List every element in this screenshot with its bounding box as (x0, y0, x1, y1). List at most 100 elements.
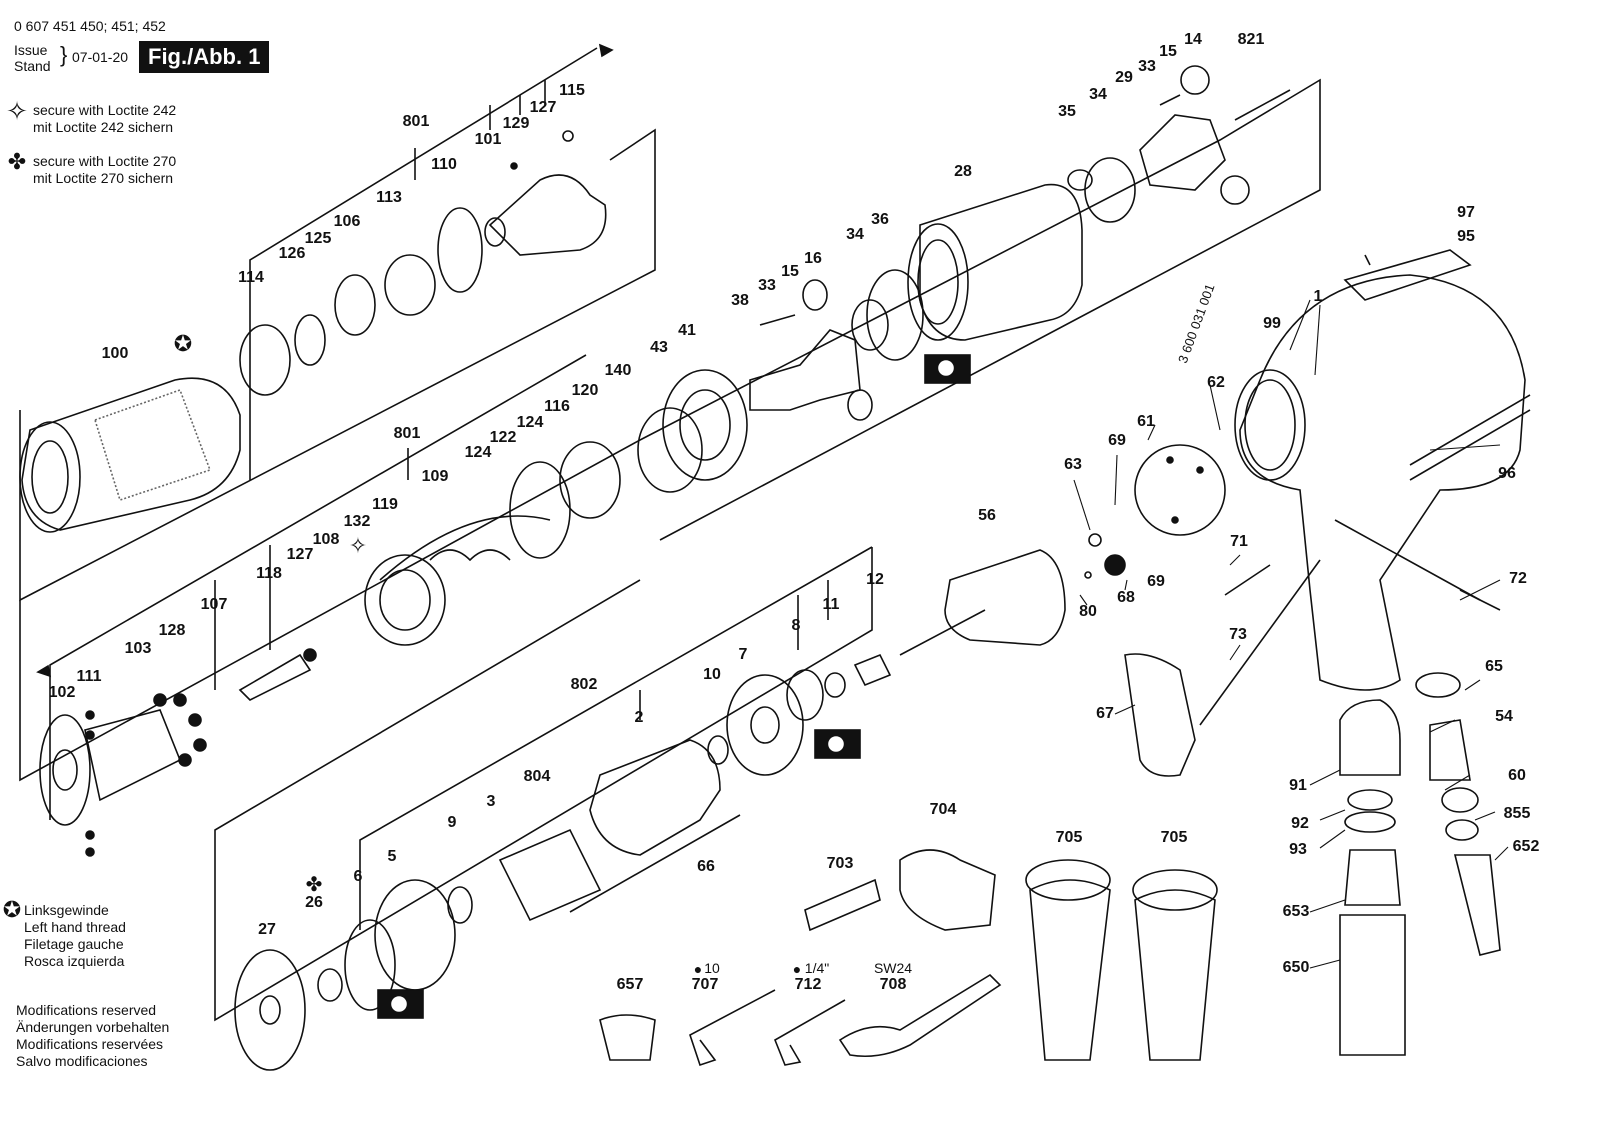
hex-key-14-icon: ● (792, 961, 802, 977)
wrench-spec: SW24 (873, 960, 913, 976)
part-label: 7 (738, 646, 748, 663)
part-label: 15 (781, 263, 799, 280)
part-label: 14 (1184, 31, 1202, 48)
ring-parts-top (239, 130, 607, 396)
part-label: 61 (1137, 413, 1155, 430)
part-label: 66 (697, 858, 715, 875)
left-thread-icon: ✪ (2, 897, 22, 922)
part-label: 128 (158, 622, 186, 639)
part-label: 91 (1289, 777, 1307, 794)
part-label: 120 (571, 382, 599, 399)
part-label: 10 (703, 666, 721, 683)
rotor-and-bearings (234, 653, 892, 1071)
part-label: 109 (421, 468, 449, 485)
assembly-outline-middle (19, 78, 1321, 820)
part-label: 657 (616, 976, 644, 993)
part-label: 100 (101, 345, 129, 362)
stand-label: Stand (14, 58, 51, 74)
part-label: 34 (1089, 86, 1107, 103)
part-label: 34 (846, 226, 864, 243)
part-label: 12 (866, 571, 884, 588)
part-label: 2 (634, 709, 644, 726)
modifications-note: Modifications reserved Änderungen vorbeh… (16, 1002, 170, 1069)
part-label: 43 (650, 339, 668, 356)
part-label: 65 (1485, 658, 1503, 675)
loctite-242-icon: ✧ (6, 96, 28, 126)
part-label: 33 (1138, 58, 1156, 75)
part-label: 802 (570, 676, 598, 693)
part-label: 93 (1289, 841, 1307, 858)
part-label: 63 (1064, 456, 1082, 473)
part-label: 122 (489, 429, 517, 446)
part-label: 3 (486, 793, 496, 810)
part-label: 113 (376, 189, 402, 206)
part-label: 115 (559, 82, 585, 99)
part-label: 41 (678, 322, 696, 339)
hex-key-10-icon: ● (693, 961, 703, 977)
part-label: 124 (464, 444, 492, 461)
part-label: 855 (1503, 805, 1531, 822)
part-label: 821 (1237, 31, 1265, 48)
front-housing-drawing (19, 377, 241, 533)
part-label: 119 (372, 496, 398, 513)
part-label: 126 (278, 245, 306, 262)
part-label: 705 (1055, 829, 1083, 846)
air-inlet-parts (1339, 672, 1501, 1056)
part-label: 62 (1207, 374, 1225, 391)
loctite-242-marker-icon: ✧ (348, 533, 368, 558)
brace-icon: } (60, 42, 68, 67)
part-label: 27 (258, 921, 276, 938)
part-label: 704 (929, 801, 957, 818)
part-label: 705 (1160, 829, 1188, 846)
hex-key-14-spec: 1/4" (804, 960, 830, 976)
part-label: 801 (402, 113, 430, 130)
part-label: 95 (1457, 228, 1475, 245)
part-label: 708 (879, 976, 907, 993)
part-label: 712 (794, 976, 822, 993)
motor-housing-drawing (899, 444, 1501, 777)
assembly-outline-top (19, 43, 656, 602)
loctite-270-icon: ✤ (7, 149, 27, 174)
issue-label: Issue (14, 42, 48, 58)
assembly-outline-lower (214, 546, 873, 1022)
part-label: 99 (1263, 315, 1281, 332)
part-label: 36 (871, 211, 889, 228)
part-label: 33 (758, 277, 776, 294)
part-label: 108 (312, 531, 340, 548)
part-label: 71 (1230, 533, 1248, 550)
part-numbers: 0 607 451 450; 451; 452 (14, 18, 166, 34)
part-label: 6 (353, 868, 363, 885)
part-label: 110 (431, 156, 457, 173)
part-label: 8 (791, 617, 801, 634)
loctite-270-note: secure with Loctite 270 mit Loctite 270 … (33, 153, 177, 186)
part-label: 652 (1512, 838, 1540, 855)
motor-cylinder-drawing (749, 183, 1083, 421)
part-label: 26 (305, 894, 323, 911)
part-label: 72 (1509, 570, 1527, 587)
part-label: 69 (1147, 573, 1165, 590)
part-label: 650 (1282, 959, 1310, 976)
part-label: 107 (200, 596, 228, 613)
part-label: 97 (1457, 204, 1475, 221)
hex-key-10-spec: 10 (704, 960, 720, 976)
loctite-270-marker-icon: ✤ (305, 874, 323, 896)
rear-part-drawings (39, 648, 317, 857)
part-label: 703 (826, 855, 854, 872)
part-label: 73 (1229, 626, 1247, 643)
part-label: 67 (1096, 705, 1114, 722)
part-label: 96 (1498, 465, 1516, 482)
loctite-242-note: secure with Loctite 242 mit Loctite 242 … (33, 102, 177, 135)
part-label: 116 (544, 398, 570, 415)
part-label: 28 (954, 163, 972, 180)
part-label: 11 (822, 596, 840, 613)
part-label: 111 (76, 668, 102, 685)
part-label: 101 (474, 131, 502, 148)
part-label: 9 (447, 814, 457, 831)
part-label: 102 (48, 684, 76, 701)
accessory-drawings (599, 849, 1218, 1067)
thread-marker-logos (377, 354, 971, 1019)
planet-carrier-drawing (1067, 65, 1291, 223)
part-label: 60 (1508, 767, 1526, 784)
